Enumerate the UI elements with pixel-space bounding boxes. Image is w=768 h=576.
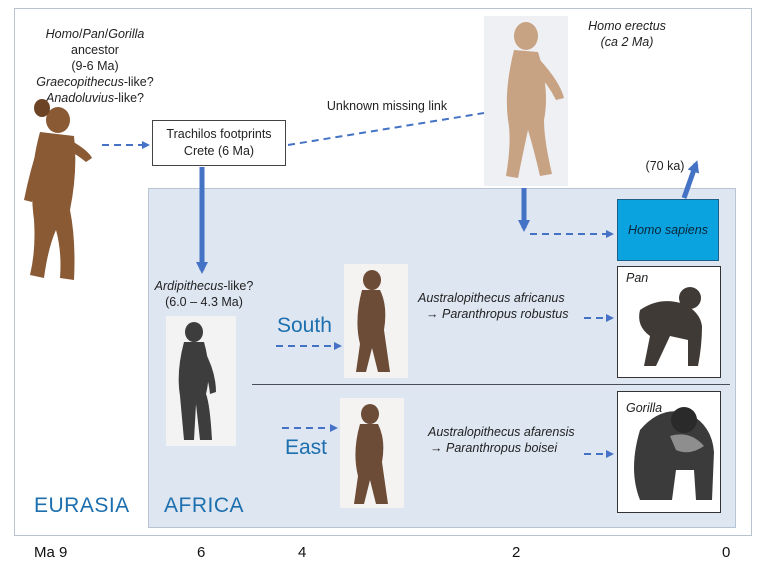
- eurasia-label: EURASIA: [34, 494, 130, 517]
- australopithecus-africanus: Australopithecus africanus: [418, 291, 565, 305]
- trachilos-location: Crete (6 Ma): [183, 144, 255, 158]
- ardipithecus-label: Ardipithecus-like? (6.0 – 4.3 Ma): [148, 278, 260, 310]
- missing-link-label: Unknown missing link: [326, 99, 448, 113]
- arrow-glyph: →: [426, 307, 442, 321]
- circa: ca: [604, 35, 618, 49]
- genus-homo: Homo: [45, 27, 79, 41]
- ancestor-word: ancestor: [71, 43, 119, 57]
- trachilos-title: Trachilos footprints: [166, 127, 272, 141]
- missing-link-arrow: [287, 112, 485, 146]
- separator: /: [104, 27, 109, 41]
- axis-tick-0: 0: [722, 544, 731, 561]
- anadoluvius-line: Anadoluvius-like?: [20, 90, 170, 106]
- east-label: East: [285, 436, 328, 459]
- tick-value: 9: [59, 544, 68, 561]
- genus-pan: Pan: [82, 27, 105, 41]
- axis-tick-2: 2: [512, 544, 521, 561]
- axis-tick-6: 6: [197, 544, 206, 561]
- east-species: Australopithecus afarensis → Paranthropu…: [428, 424, 608, 456]
- ardipithecus-figure: [166, 316, 236, 446]
- east-australopithecus-figure: [340, 398, 404, 508]
- axis-tick-4: 4: [298, 544, 307, 561]
- ancestor-label: Homo/Pan/Gorilla ancestor (9-6 Ma) Graec…: [20, 26, 170, 106]
- trachilos-footprints-box: Trachilos footprints Crete (6 Ma): [152, 120, 286, 166]
- paren: (: [600, 35, 605, 49]
- paranthropus-robustus: Paranthropus robustus: [441, 307, 569, 321]
- ancestor-dates: (9-6 Ma): [71, 59, 119, 73]
- arrows: [102, 112, 699, 458]
- homo-sapiens-box: Homo sapiens: [617, 199, 719, 261]
- south-species: Australopithecus africanus → Paranthropu…: [418, 290, 598, 322]
- like-suffix: -like?: [123, 75, 154, 89]
- homo-erectus-name: Homo erectus: [588, 19, 666, 33]
- homo-sapiens-label: Homo sapiens: [628, 223, 708, 237]
- homo-erectus-date: (ca 2 Ma): [572, 34, 682, 50]
- chimpanzee-figure: [639, 287, 702, 366]
- ardipithecus-dates: (6.0 – 4.3 Ma): [165, 295, 243, 309]
- out-of-africa-arrow: [681, 160, 699, 199]
- separator: /: [79, 27, 83, 41]
- gorilla-figure: [634, 407, 714, 500]
- ardipithecus-name: Ardipithecus-like?: [148, 278, 260, 294]
- south-label: South: [277, 314, 332, 337]
- homo-erectus-label: Homo erectus (ca 2 Ma): [572, 18, 682, 50]
- homo-erectus-figure: [484, 16, 568, 186]
- axis-tick-9: Ma 9: [34, 544, 67, 561]
- ancestor-ape-figure: [24, 99, 92, 280]
- like-suffix: -like?: [114, 91, 144, 105]
- genus-graecopithecus: Graecopithecus: [36, 75, 124, 89]
- genus-anadoluvius: Anadoluvius: [46, 91, 115, 105]
- south-australopithecus-figure: [344, 264, 408, 378]
- australopithecus-afarensis: Australopithecus afarensis: [428, 425, 575, 439]
- like-suffix: -like?: [223, 279, 254, 293]
- paranthropus-boisei: Paranthropus boisei: [445, 441, 558, 455]
- graecopithecus-line: Graecopithecus-like?: [20, 74, 170, 90]
- genus-gorilla: Gorilla: [108, 27, 145, 41]
- out-of-africa-date: (70 ka): [645, 159, 685, 173]
- axis-unit: Ma: [34, 544, 55, 561]
- diagram-frame: [14, 8, 752, 536]
- ancestor-genera: Homo/Pan/Gorilla: [20, 26, 170, 42]
- africa-label: AFRICA: [164, 494, 245, 517]
- south-east-divider: [252, 384, 730, 385]
- paranthropus-boisei-line: → Paranthropus boisei: [428, 440, 608, 456]
- date-value: 2 Ma): [617, 35, 654, 49]
- pan-label: Pan: [626, 271, 649, 285]
- paranthropus-robustus-line: → Paranthropus robustus: [418, 306, 598, 322]
- gorilla-label: Gorilla: [626, 401, 663, 415]
- genus-ardipithecus: Ardipithecus: [154, 279, 224, 293]
- arrow-glyph: →: [430, 441, 446, 455]
